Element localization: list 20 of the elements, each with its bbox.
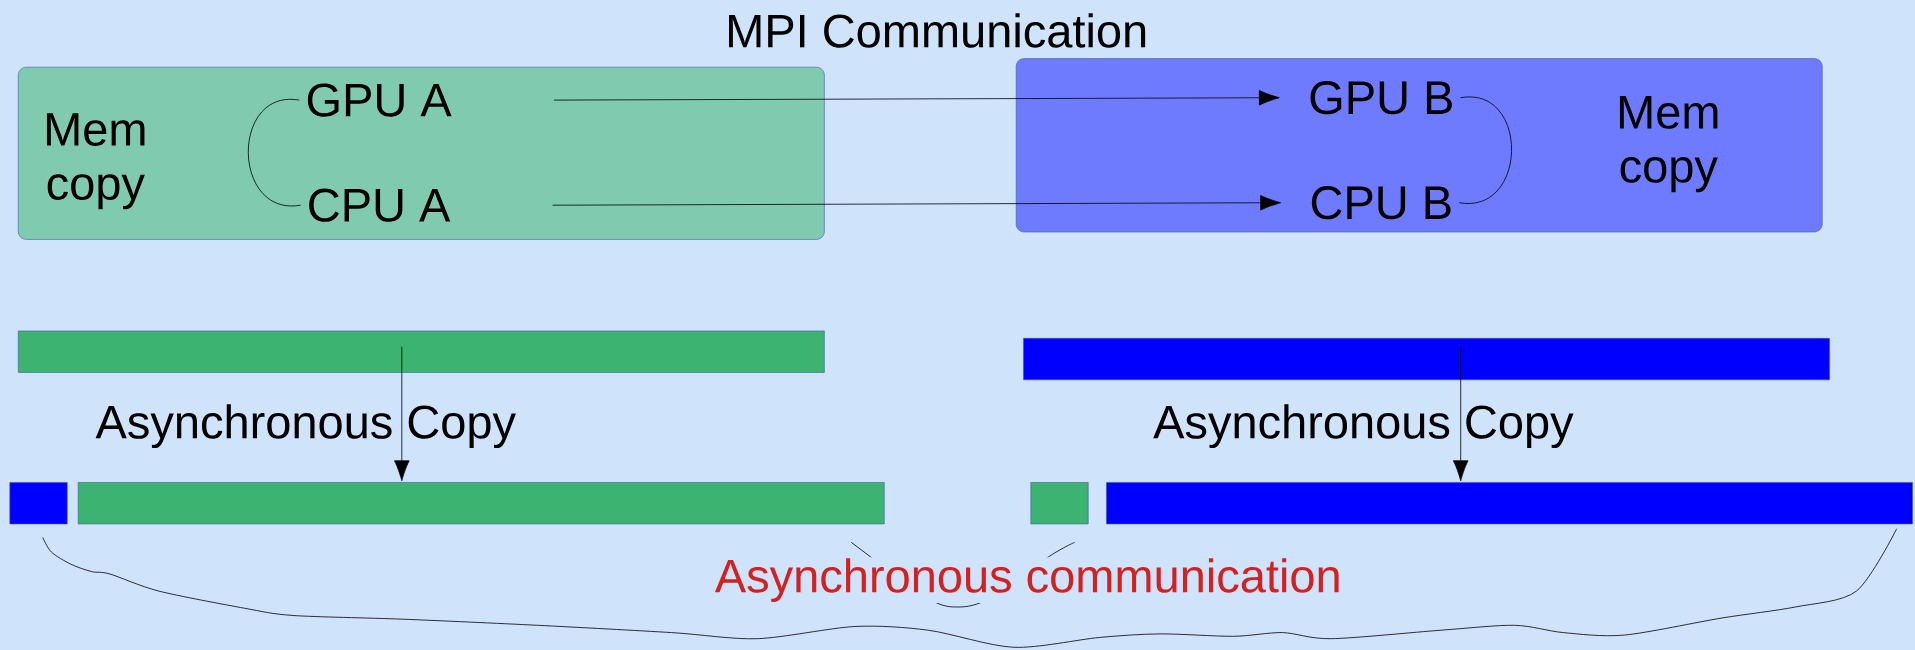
annotation-label: Asynchronous Copy xyxy=(95,404,516,449)
buffer-bar xyxy=(1106,482,1913,525)
buffer-bar xyxy=(1030,482,1089,525)
arrow xyxy=(553,90,1280,106)
device-label: CPU B xyxy=(1311,186,1451,220)
title: MPI Communication xyxy=(729,13,1146,48)
device-label: GPU A xyxy=(307,83,452,117)
arrow xyxy=(394,346,410,482)
buffer-bar xyxy=(9,482,68,525)
annotation-label: Asynchronous communication xyxy=(713,557,1343,603)
curved-connector xyxy=(247,99,301,206)
device-label: CPU A xyxy=(309,188,451,222)
curved-connector xyxy=(1458,97,1512,204)
buffer-bar xyxy=(1023,338,1830,381)
buffer-bar xyxy=(17,330,825,373)
arrow xyxy=(552,195,1281,211)
device-label: GPU B xyxy=(1310,81,1452,115)
arrow xyxy=(1453,346,1469,482)
buffer-bar xyxy=(77,482,885,525)
annotation-label: Asynchronous Copy xyxy=(1153,404,1574,449)
